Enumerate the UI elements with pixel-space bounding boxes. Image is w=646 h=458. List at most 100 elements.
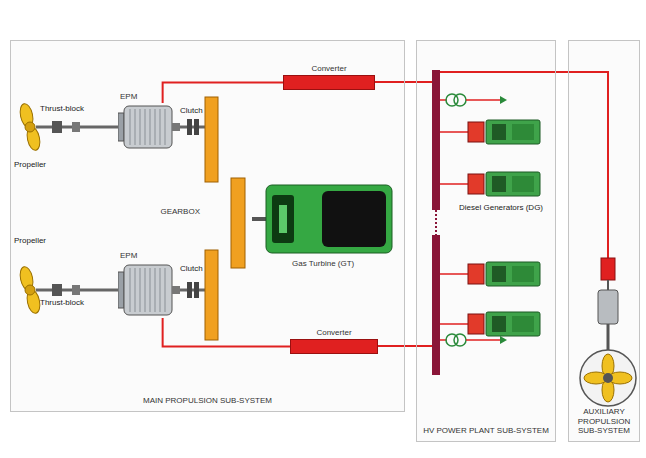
diesel-generator <box>468 262 540 286</box>
subsystem-region: MAIN PROPULSION SUB-SYSTEMConverterEPMGE… <box>10 40 405 412</box>
cooling-fin <box>140 109 141 145</box>
clutch-symbol <box>194 282 199 298</box>
gear-wheel <box>205 97 218 182</box>
turbine-block <box>322 191 386 247</box>
electric-motor: EPM <box>118 103 180 151</box>
transformer-symbol <box>454 94 466 106</box>
part-label: Converter <box>316 328 351 337</box>
busbar <box>432 235 440 375</box>
motor-body <box>124 106 172 148</box>
region-fill <box>568 40 640 442</box>
motor-symbol <box>598 290 618 324</box>
electric-motor-drawing <box>118 262 180 318</box>
gas-turbine-drawing <box>252 183 395 255</box>
converter-box: Converter <box>290 339 378 354</box>
bus-tie <box>435 210 437 235</box>
clutch-symbol <box>187 282 192 298</box>
power-line <box>375 81 432 83</box>
cooling-fin <box>130 109 131 145</box>
cooling-fin <box>160 268 161 312</box>
power-line <box>440 131 468 133</box>
subsystem-region: AUXILIARY PROPULSION SUB-SYSTEM <box>568 40 640 442</box>
region-fill <box>10 40 405 412</box>
cable <box>607 280 609 290</box>
cooling-fin <box>145 109 146 145</box>
part-label: Thrust-block <box>40 104 84 113</box>
clutch-symbol <box>194 119 199 135</box>
coupling-symbol <box>72 122 80 132</box>
power-line <box>440 273 468 275</box>
coupling-symbol <box>72 285 80 295</box>
shaft <box>180 126 205 129</box>
turbine-casing <box>266 185 392 253</box>
motor-body <box>124 265 172 315</box>
cooling-fin <box>140 268 141 312</box>
part-label: Clutch <box>180 106 203 115</box>
cooling-fin <box>155 109 156 145</box>
gear-wheel <box>205 250 218 340</box>
shaft <box>180 289 205 292</box>
part-label: Propeller <box>14 236 46 245</box>
region-fill <box>416 40 556 442</box>
part-label: Diesel Generators (DG) <box>459 203 543 212</box>
power-line <box>440 183 468 185</box>
part-label: Gas Turbine (GT) <box>292 259 354 268</box>
cooling-fin <box>145 268 146 312</box>
part-label: GEARBOX <box>160 207 200 216</box>
diesel-generator <box>468 312 540 336</box>
arrow-head <box>500 96 507 104</box>
diesel-generator <box>468 172 540 196</box>
intake-slot <box>279 205 287 233</box>
thrust-block-symbol <box>52 121 62 133</box>
end-plate <box>118 113 124 141</box>
converter-box: Converter <box>283 75 375 90</box>
power-line <box>440 72 608 258</box>
region-title: MAIN PROPULSION SUB-SYSTEM <box>143 396 272 405</box>
region-title: HV POWER PLANT SUB-SYSTEM <box>423 426 549 435</box>
shaft <box>252 217 266 221</box>
gear-wheel <box>231 178 245 268</box>
thruster-ring <box>580 350 636 406</box>
cooling-fin <box>150 268 151 312</box>
power-line <box>466 99 500 101</box>
diesel-generator <box>468 120 540 144</box>
electric-motor-drawing <box>118 103 180 151</box>
end-plate <box>118 272 124 308</box>
power-cable <box>163 318 290 347</box>
part-label: Converter <box>311 64 346 73</box>
busbar <box>432 70 440 210</box>
cooling-fin <box>160 109 161 145</box>
part-label: EPM <box>120 92 137 101</box>
region-title: AUXILIARY PROPULSION SUB-SYSTEM <box>573 407 635 435</box>
shaft-stub <box>172 123 180 131</box>
subsystem-region: HV POWER PLANT SUB-SYSTEM <box>416 40 556 442</box>
cooling-fin <box>135 109 136 145</box>
propeller-symbol <box>18 102 42 151</box>
part-label: EPM <box>120 251 137 260</box>
cooling-fin <box>155 268 156 312</box>
power-cable <box>163 83 283 104</box>
gearbox: GEARBOX <box>203 95 247 342</box>
cooling-fin <box>165 268 166 312</box>
shaft <box>607 324 610 350</box>
gearbox-drawing <box>203 95 247 342</box>
transformer-symbol <box>454 334 466 346</box>
intake <box>272 195 294 243</box>
power-line <box>440 323 468 325</box>
shaft-stub <box>172 286 180 294</box>
cooling-fin <box>130 268 131 312</box>
propeller-symbol <box>18 265 42 314</box>
arrow-head <box>500 336 507 344</box>
part-label: Propeller <box>14 160 46 169</box>
cooling-fin <box>165 109 166 145</box>
cooling-fin <box>150 109 151 145</box>
clutch-symbol <box>187 119 192 135</box>
electric-motor: EPM <box>118 262 180 318</box>
part-label: Clutch <box>180 264 203 273</box>
power-line <box>466 339 500 341</box>
gas-turbine: Gas Turbine (GT) <box>252 183 395 255</box>
